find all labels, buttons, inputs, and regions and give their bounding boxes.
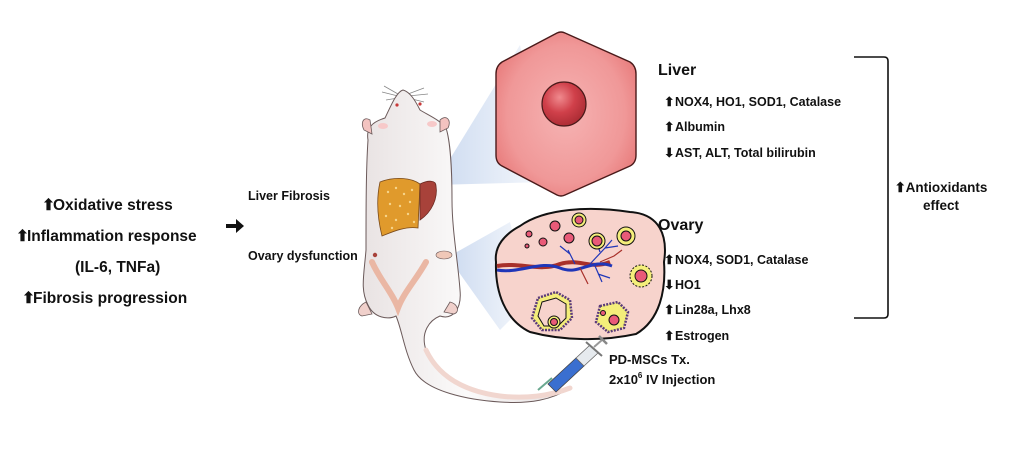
summary-line2: effect (922, 198, 959, 213)
down-arrow-icon: ⬇ (664, 146, 675, 160)
ovary-in-rat-icon (435, 250, 453, 260)
ovary-item-text: Estrogen (675, 329, 730, 343)
ovary-item: ⬆Estrogen (664, 328, 729, 343)
left-item-text: (IL-6, TNFa) (75, 259, 161, 276)
up-arrow-icon: ⬆ (16, 228, 29, 245)
up-arrow-icon: ⬆ (42, 197, 55, 214)
ovary-item-text: NOX4, SOD1, Catalase (675, 253, 809, 267)
up-arrow-icon: ⬆ (664, 120, 675, 134)
liver-item-text: AST, ALT, Total bilirubin (675, 146, 816, 160)
up-arrow-icon: ⬆ (664, 303, 675, 317)
left-item-oxidative-stress: ⬆Oxidative stress (42, 196, 173, 215)
hepatocyte-icon (495, 31, 637, 197)
rat-icon (358, 85, 573, 403)
left-item-text: Oxidative stress (53, 197, 173, 214)
up-arrow-icon: ⬆ (22, 290, 35, 307)
label-ovary-dysfunction: Ovary dysfunction (248, 249, 358, 263)
ovary-item: ⬆NOX4, SOD1, Catalase (664, 252, 808, 267)
syringe-icon (537, 335, 608, 393)
left-item-cytokines: (IL-6, TNFa) (75, 259, 160, 277)
liver-item-text: Albumin (675, 120, 725, 134)
left-item-text: Fibrosis progression (33, 290, 188, 307)
liver-title: Liver (658, 62, 697, 79)
right-arrow-icon (226, 219, 244, 233)
ovary-illustration-icon (494, 208, 666, 341)
up-arrow-icon: ⬆ (894, 180, 906, 195)
liver-item-text: NOX4, HO1, SOD1, Catalase (675, 95, 842, 109)
up-arrow-icon: ⬆ (664, 253, 675, 267)
summary-line1: Antioxidants (905, 180, 988, 195)
injection-label: PD-MSCs Tx. 2x106 IV Injection (609, 352, 715, 388)
injection-route: IV Injection (642, 372, 716, 387)
ovary-item: ⬆Lin28a, Lhx8 (664, 302, 751, 317)
left-item-inflammation: ⬆Inflammation response (16, 227, 197, 246)
up-arrow-icon: ⬆ (664, 329, 675, 343)
injection-line2: 2x106 IV Injection (609, 368, 715, 388)
antioxidant-summary: ⬆Antioxidants effect (891, 180, 991, 213)
ovary-title: Ovary (658, 217, 704, 234)
ovary-item: ⬇HO1 (664, 277, 701, 292)
left-item-fibrosis: ⬆Fibrosis progression (22, 289, 187, 308)
injection-line1: PD-MSCs Tx. (609, 352, 690, 367)
ovary-pointer-dot (372, 252, 378, 258)
left-item-text: Inflammation response (27, 228, 197, 245)
label-liver-fibrosis: Liver Fibrosis (248, 189, 330, 203)
ovary-item-text: HO1 (675, 278, 701, 292)
liver-organ-icon (377, 178, 437, 237)
antioxidant-bracket (854, 56, 889, 319)
liver-item: ⬆NOX4, HO1, SOD1, Catalase (664, 94, 841, 109)
down-arrow-icon: ⬇ (664, 278, 675, 292)
injection-dose: 2x10 (609, 372, 638, 387)
up-arrow-icon: ⬆ (664, 95, 675, 109)
liver-item: ⬆Albumin (664, 119, 725, 134)
liver-item: ⬇AST, ALT, Total bilirubin (664, 145, 816, 160)
injection-exponent: 6 (637, 371, 643, 380)
ovary-item-text: Lin28a, Lhx8 (675, 303, 751, 317)
